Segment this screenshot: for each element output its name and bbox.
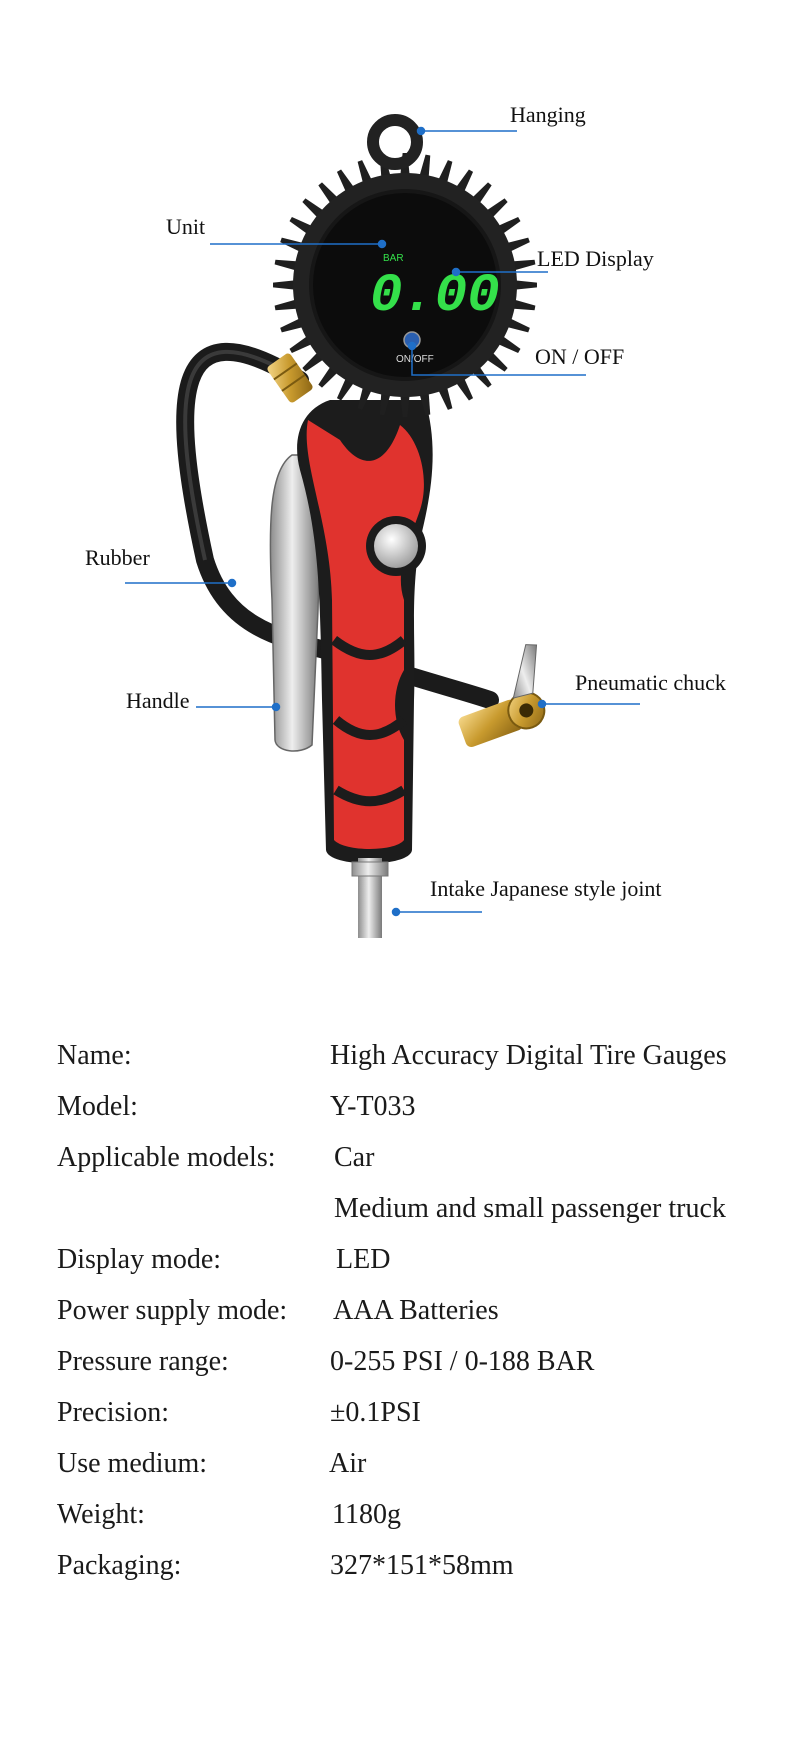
brass-fitting bbox=[267, 353, 313, 403]
spec-row: Use medium: Air bbox=[0, 1448, 790, 1500]
gauge-fin bbox=[400, 392, 410, 417]
spec-row: Precision: ±0.1PSI bbox=[0, 1397, 790, 1449]
spec-label: Power supply mode: bbox=[57, 1295, 288, 1326]
gauge-fin bbox=[273, 280, 298, 290]
gauge-fin bbox=[274, 259, 300, 272]
spec-row: Applicable models: Car bbox=[0, 1142, 790, 1194]
callout-on-off: ON / OFF bbox=[535, 344, 625, 369]
display-reading: 0.00 bbox=[370, 266, 500, 327]
spec-value: Car bbox=[334, 1142, 375, 1173]
spec-value: AAA Batteries bbox=[333, 1295, 499, 1326]
spec-value: 1180g bbox=[332, 1499, 401, 1530]
callout-pneumatic-chuck: Pneumatic chuck bbox=[575, 670, 726, 695]
gauge-fin bbox=[274, 298, 300, 311]
spec-row: Model: Y-T033 bbox=[0, 1091, 790, 1143]
spec-value: ±0.1PSI bbox=[330, 1397, 421, 1428]
spec-value: 0-255 PSI / 0-188 BAR bbox=[330, 1346, 595, 1377]
tire-gauge-illustration: BAR 0.00 ON/OFF bbox=[125, 114, 640, 938]
spec-row: Medium and small passenger truck bbox=[0, 1193, 790, 1245]
gauge-fin bbox=[379, 390, 392, 416]
spec-row: Packaging: 327*151*58mm bbox=[0, 1550, 790, 1602]
hanging-ring bbox=[367, 114, 423, 170]
spec-value: 327*151*58mm bbox=[330, 1550, 514, 1581]
spec-value: Y-T033 bbox=[330, 1091, 416, 1122]
spec-label: Applicable models: bbox=[57, 1142, 276, 1173]
product-figure: BAR 0.00 ON/OFF Hanging Unit LED Display… bbox=[85, 102, 726, 938]
spec-row: Weight: 1180g bbox=[0, 1499, 790, 1551]
gauge-fin bbox=[418, 154, 431, 180]
callout-unit: Unit bbox=[166, 214, 206, 239]
spec-label: Name: bbox=[57, 1040, 132, 1071]
spec-label: Model: bbox=[57, 1091, 138, 1122]
gauge-fin bbox=[418, 390, 431, 416]
callout-intake-joint: Intake Japanese style joint bbox=[430, 876, 662, 901]
display-unit: BAR bbox=[383, 253, 404, 264]
spec-label: Pressure range: bbox=[57, 1346, 229, 1377]
spec-label: Packaging: bbox=[57, 1550, 182, 1581]
spec-value: Medium and small passenger truck bbox=[334, 1193, 726, 1224]
callout-lines bbox=[125, 126, 640, 917]
pneumatic-chuck bbox=[458, 644, 546, 748]
spec-value: High Accuracy Digital Tire Gauges bbox=[330, 1040, 727, 1071]
spec-row: Power supply mode: AAA Batteries bbox=[0, 1295, 790, 1347]
callout-rubber: Rubber bbox=[85, 545, 150, 570]
gauge-fin bbox=[510, 298, 536, 311]
gauge-fin bbox=[510, 259, 536, 272]
spec-row: Display mode: LED bbox=[0, 1244, 790, 1296]
spec-row: Pressure range: 0-255 PSI / 0-188 BAR bbox=[0, 1346, 790, 1398]
callout-hanging: Hanging bbox=[510, 102, 586, 127]
spec-label: Use medium: bbox=[57, 1448, 208, 1479]
spec-value: Air bbox=[329, 1448, 367, 1479]
spec-label: Precision: bbox=[57, 1397, 169, 1428]
gauge-fin bbox=[512, 280, 537, 290]
spec-label: Display mode: bbox=[57, 1244, 222, 1275]
gauge-housing bbox=[273, 114, 537, 417]
callout-led-display: LED Display bbox=[537, 246, 654, 271]
display-button-label: ON/OFF bbox=[396, 354, 434, 365]
spec-label: Weight: bbox=[57, 1499, 145, 1530]
spec-value: LED bbox=[336, 1244, 391, 1275]
spec-row: Name: High Accuracy Digital Tire Gauges bbox=[0, 1040, 790, 1092]
callout-handle: Handle bbox=[126, 688, 190, 713]
